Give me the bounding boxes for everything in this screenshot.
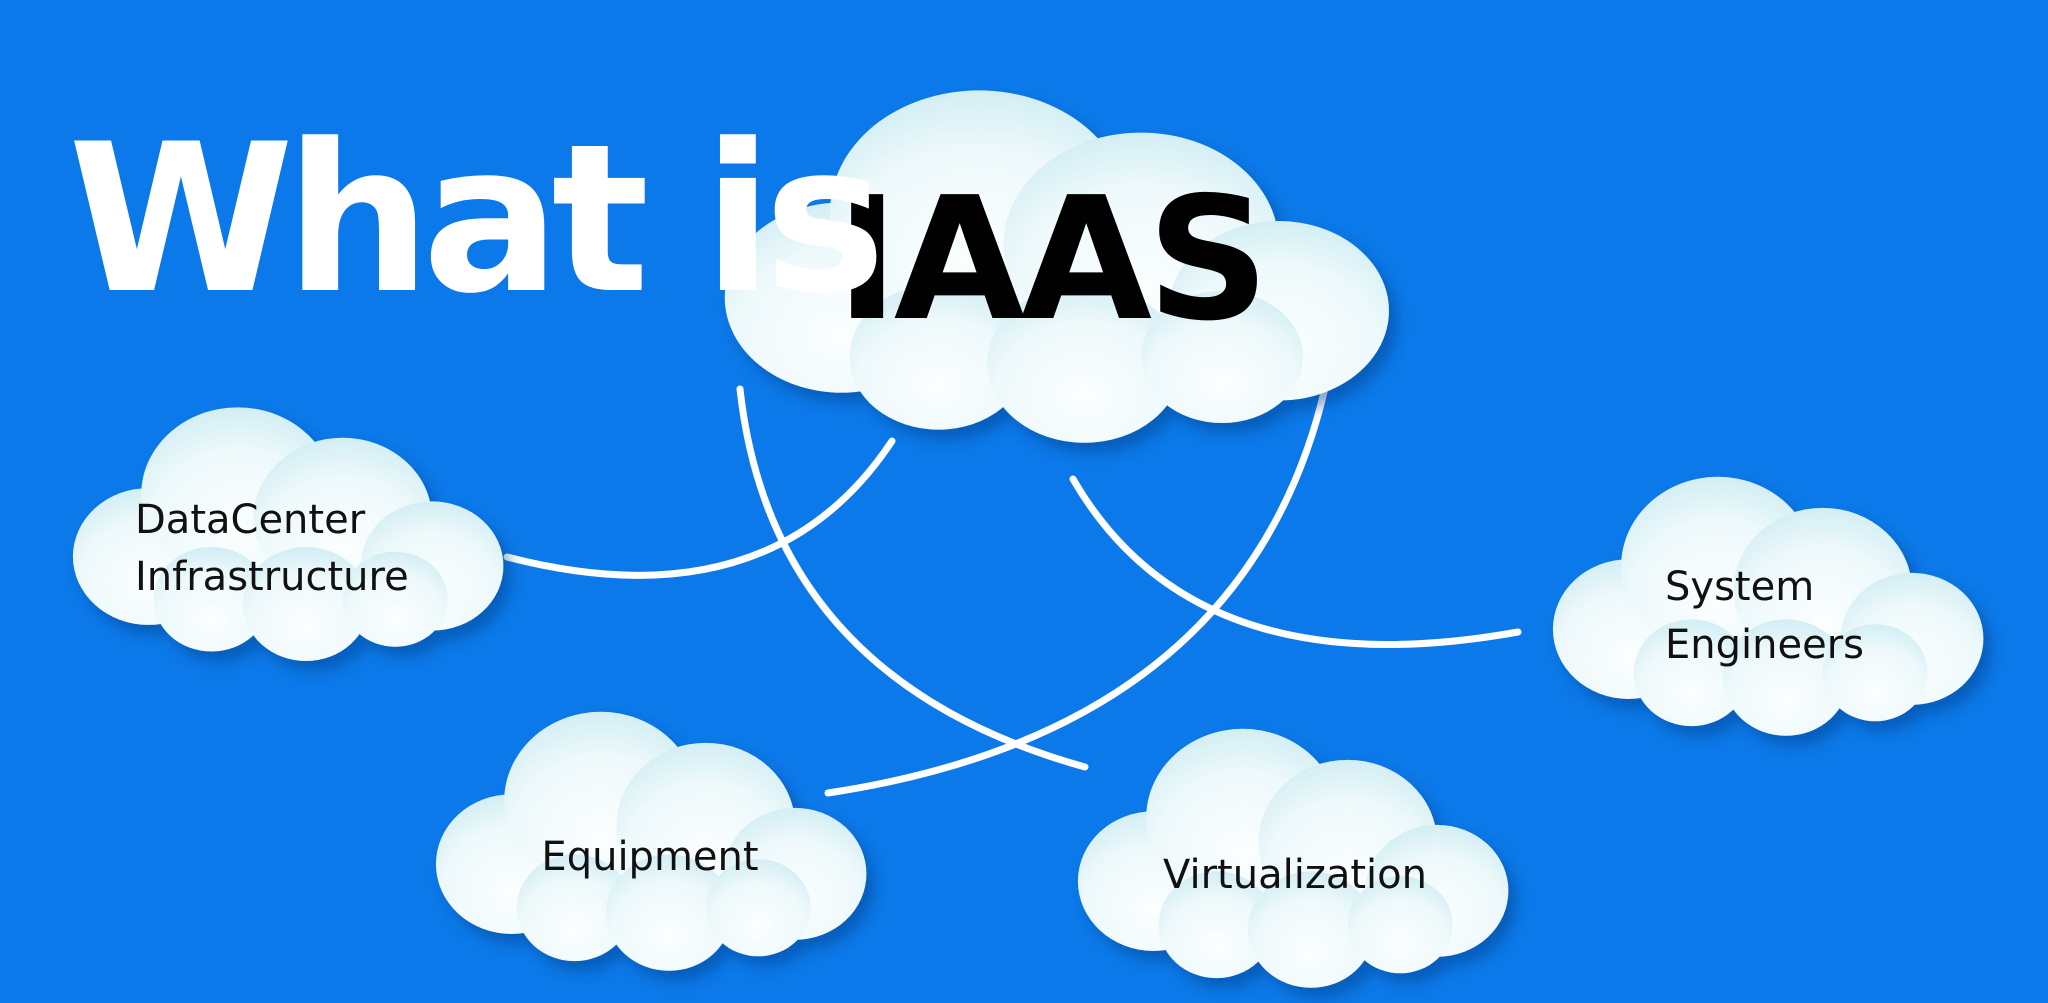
connector-datacenter (503, 437, 896, 579)
title-prefix: What is (68, 101, 886, 339)
node-label-datacenter: DataCenter Infrastructure (135, 497, 409, 600)
connector-virtualization (736, 385, 1089, 771)
node-label-line: System (1665, 564, 1814, 610)
title-highlight: IAAS (836, 161, 1265, 359)
node-label-equipment: Equipment (541, 834, 758, 880)
connector-equipment (824, 384, 1329, 797)
node-label-line: Engineers (1665, 622, 1864, 668)
connector-system-engineers (1069, 475, 1522, 648)
node-label-line: Infrastructure (135, 554, 409, 600)
node-label-line: DataCenter (135, 497, 366, 543)
node-label-line: Equipment (541, 834, 758, 880)
node-label-virtualization: Virtualization (1163, 852, 1427, 898)
node-label-line: Virtualization (1163, 852, 1427, 898)
node-label-system-engineers: System Engineers (1665, 564, 1864, 668)
